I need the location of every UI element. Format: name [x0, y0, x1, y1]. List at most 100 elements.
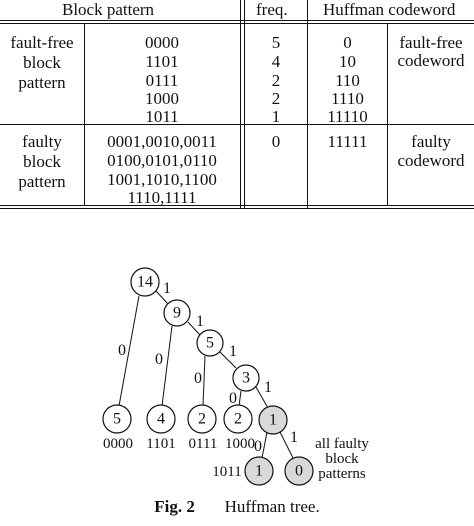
codeword-type-line: fault-free	[399, 33, 463, 52]
node-label-leaf-4: 4	[157, 411, 165, 428]
header-freq: freq.	[256, 0, 288, 19]
edge-n5-right	[219, 351, 237, 369]
node-label-n9: 9	[173, 305, 181, 322]
codeword-cell: 1110	[331, 89, 364, 108]
pattern-cell: 0100,0101,0110	[107, 151, 217, 170]
vrule-4	[387, 24, 388, 205]
node-label-root: 14	[137, 274, 153, 291]
pattern-cell: 0111	[145, 71, 179, 90]
group-label-line: block	[23, 152, 61, 171]
faulty-note-line: patterns	[318, 466, 366, 482]
vrule-2b	[244, 0, 245, 208]
group-divider	[0, 124, 474, 125]
node-label-leaf-1: 1	[255, 463, 263, 480]
node-leaf-0	[284, 456, 314, 486]
node-label-n1: 1	[269, 412, 277, 429]
group-label-line: pattern	[18, 73, 66, 92]
edge-label-n9-right: 1	[196, 313, 204, 330]
pattern-cell: 1011	[145, 107, 179, 126]
edge-n3-right	[255, 386, 269, 409]
header-rule-2	[0, 23, 474, 24]
freq-cell: 1	[271, 107, 281, 126]
group-label-line: block	[23, 53, 61, 72]
freq-cell: 0	[271, 132, 281, 151]
node-label-leaf-5: 5	[113, 411, 121, 428]
pattern-cell: 1001,1010,1100	[107, 170, 217, 189]
node-label-n5: 5	[206, 335, 214, 352]
bottom-rule-1	[0, 205, 474, 206]
codeword-type-line: faulty	[411, 132, 451, 151]
freq-cell: 4	[271, 52, 281, 71]
freq-cell: 2	[271, 71, 281, 90]
pattern-cell: 1101	[145, 52, 179, 71]
pattern-cell: 1000	[145, 89, 179, 108]
node-leaf-2b	[223, 404, 253, 434]
edge-n9-right	[187, 321, 201, 336]
node-label-n3: 3	[242, 370, 250, 387]
codeword-cell: 11110	[327, 107, 368, 126]
huffman-tree: 14 9 5 3 5 4 2 2 1 1 0 1 0 1 0 1 0 1 0 0…	[0, 240, 474, 490]
edge-label-n1-left: 0	[254, 438, 262, 455]
edge-label-n3-right: 1	[264, 379, 272, 396]
node-n3	[232, 364, 260, 392]
node-leaf-5	[102, 404, 132, 434]
figure-number: Fig. 2	[154, 497, 195, 516]
leaf-pattern-1011: 1011	[212, 464, 241, 480]
edge-label-n9-left: 0	[155, 351, 163, 368]
codeword-cell: 11111	[327, 132, 368, 151]
vrule-3	[307, 0, 308, 208]
bottom-rule-2	[0, 208, 474, 209]
node-n5	[196, 329, 224, 357]
huffman-tree-svg: 14 9 5 3 5 4 2 2 1 1 0 1 0 1 0 1 0 1 0 0…	[102, 267, 369, 486]
node-root	[130, 267, 160, 297]
node-leaf-1	[244, 456, 274, 486]
node-n1	[258, 405, 288, 435]
node-label-leaf-2b: 2	[234, 411, 242, 428]
codeword-cell: 110	[335, 71, 360, 90]
figure-caption-text: Huffman tree.	[224, 497, 320, 516]
leaf-pattern-0111: 0111	[189, 436, 218, 452]
codeword-type-line: codeword	[397, 151, 465, 170]
edge-label-root-right: 1	[163, 280, 171, 297]
edge-label-root-left: 0	[118, 342, 126, 359]
node-label-leaf-0: 0	[295, 463, 303, 480]
codeword-cell: 10	[339, 52, 356, 71]
faulty-note-line: block	[325, 451, 359, 467]
group-label-line: faulty	[22, 132, 62, 151]
pattern-cell: 1110,1111	[127, 188, 197, 207]
edge-n3-left	[238, 390, 242, 407]
freq-cell: 5	[271, 33, 281, 52]
group-label-line: pattern	[18, 172, 66, 191]
edge-n9-left	[161, 325, 173, 407]
edge-label-n5-left: 0	[194, 370, 202, 387]
figure-caption: Fig. 2 Huffman tree.	[0, 497, 474, 517]
header-rule-1	[0, 20, 474, 21]
node-n9	[163, 299, 191, 327]
faulty-note-line: all faulty	[315, 436, 369, 452]
header-codeword: Huffman codeword	[323, 0, 456, 19]
huffman-table: Block pattern freq. Huffman codeword fau…	[0, 0, 474, 215]
leaf-pattern-1101: 1101	[146, 436, 175, 452]
leaf-pattern-0000: 0000	[103, 436, 133, 452]
vrule-2a	[240, 0, 241, 208]
node-leaf-2a	[187, 404, 217, 434]
edge-label-n3-left: 0	[229, 390, 237, 407]
edge-label-n1-right: 1	[290, 429, 298, 446]
pattern-cell: 0001,0010,0011	[107, 132, 217, 151]
node-label-leaf-2a: 2	[198, 411, 206, 428]
figure-spacer	[199, 497, 220, 516]
codeword-type-line: codeword	[397, 51, 465, 70]
leaf-pattern-1000: 1000	[225, 436, 255, 452]
edge-n1-right	[279, 431, 294, 459]
pattern-cell: 0000	[145, 33, 179, 52]
edge-root-left	[118, 295, 140, 407]
header-block-pattern: Block pattern	[62, 0, 155, 19]
edge-root-right	[155, 290, 169, 305]
edge-n5-left	[202, 355, 206, 407]
group-label-line: fault-free	[10, 33, 74, 52]
codeword-cell: 0	[343, 33, 352, 52]
vrule-1	[84, 24, 85, 205]
freq-cell: 2	[271, 89, 281, 108]
edge-label-n5-right: 1	[229, 343, 237, 360]
edge-n1-left	[261, 431, 268, 459]
